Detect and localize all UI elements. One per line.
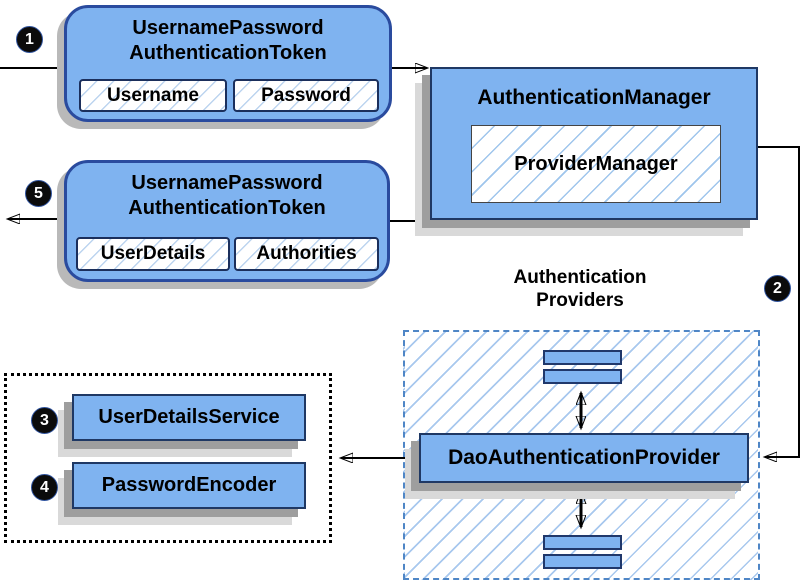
authorities-field: Authorities — [234, 237, 379, 271]
request-token-title: UsernamePassword AuthenticationToken — [129, 17, 327, 64]
userdetailsservice-box: UserDetailsService — [72, 394, 306, 441]
provider-manager-box: ProviderManager — [471, 125, 721, 203]
username-field: Username — [79, 79, 227, 112]
userdetails-field: UserDetails — [76, 237, 230, 271]
step-badge-2: 2 — [764, 275, 791, 302]
provider-placeholder-bar — [543, 554, 622, 569]
provider-placeholder-bar — [543, 535, 622, 550]
authentication-providers-label: Authentication Providers — [513, 267, 647, 311]
request-token-box: UsernamePassword AuthenticationToken Use… — [64, 5, 392, 122]
password-field: Password — [233, 79, 379, 112]
flow-arrow-step2 — [758, 146, 800, 457]
step-badge-1: 1 — [16, 26, 43, 53]
step-badge-5: 5 — [25, 180, 52, 207]
passwordencoder-box: PasswordEncoder — [72, 462, 306, 509]
authentication-manager-title: AuthenticationManager — [477, 86, 711, 109]
authentication-manager-box: AuthenticationManager ProviderManager — [430, 67, 758, 220]
provider-placeholder-bar — [543, 369, 622, 384]
step-badge-3: 3 — [31, 407, 58, 434]
dao-authentication-provider-box: DaoAuthenticationProvider — [419, 433, 749, 483]
response-token-box: UsernamePassword AuthenticationToken Use… — [64, 160, 390, 282]
step-badge-4: 4 — [31, 474, 58, 501]
provider-placeholder-bar — [543, 350, 622, 365]
response-token-title: UsernamePassword AuthenticationToken — [128, 172, 326, 219]
